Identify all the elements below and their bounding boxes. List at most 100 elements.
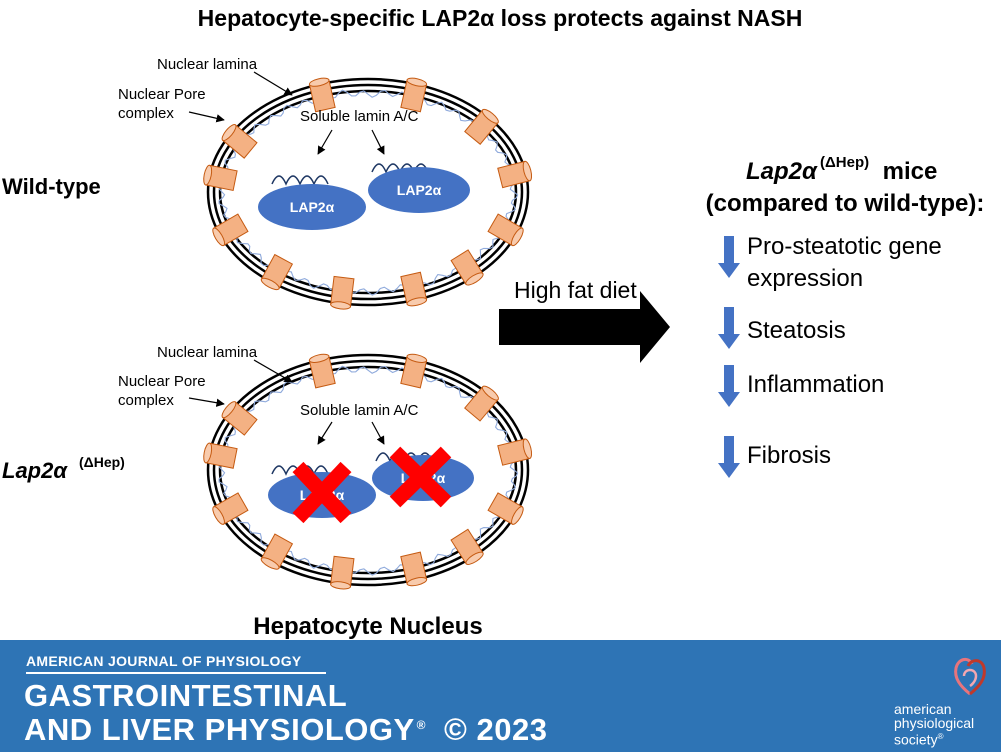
lap2a-protein <box>258 184 366 230</box>
nuclear-pore <box>400 77 428 113</box>
soluble-lamin-label: Soluble lamin A/C <box>300 402 419 419</box>
soluble-lamin-arrow-right <box>371 129 385 155</box>
outcome-item: Pro-steatotic gene expression <box>718 233 942 292</box>
society-branding: american physiological society® <box>894 654 994 747</box>
outcome-heading-line2: (compared to wild-type): <box>706 190 985 217</box>
deletion-cross-icon <box>292 461 352 524</box>
down-arrow-icon <box>718 236 740 278</box>
nuclear-pore <box>497 160 533 189</box>
nuclear-pore <box>464 108 499 145</box>
down-arrow-icon <box>718 436 740 478</box>
outcome-item-line2: expression <box>747 265 863 292</box>
outcome-heading-line1: Lap2α <box>746 158 818 185</box>
registered-mark: ® <box>416 717 427 732</box>
high-fat-diet-label: High fat diet <box>514 277 637 303</box>
society-registered-mark: ® <box>937 732 944 741</box>
nuclear-lamina-pointer <box>253 359 293 383</box>
nuclear-pore <box>260 533 294 570</box>
lap2a-label: LAP2α <box>397 182 442 198</box>
nuclear-pore <box>221 124 258 159</box>
nuclear-pore <box>464 385 499 422</box>
outcome-list: Pro-steatotic gene expression Steatosis … <box>718 233 942 478</box>
journal-footer: AMERICAN JOURNAL OF PHYSIOLOGY GASTROINT… <box>0 640 1001 752</box>
society-name: american physiological society® <box>894 702 974 747</box>
nuclear-pore <box>450 249 484 286</box>
nuclear-pore-pointer <box>188 111 225 123</box>
outcome-item-line1: Inflammation <box>747 371 884 398</box>
nuclear-lamina-fibers <box>218 89 519 296</box>
high-fat-diet-arrow <box>499 291 670 363</box>
lap2a-label: LAP2α <box>290 199 335 215</box>
outcome-item-line1: Pro-steatotic gene <box>747 233 942 260</box>
diagram: Hepatocyte-specific LAP2α loss protects … <box>2 5 985 640</box>
journal-title-line2-text: AND LIVER PHYSIOLOGY <box>24 712 415 747</box>
lap2a-protein <box>368 167 470 213</box>
nuclear-pore <box>308 353 336 389</box>
nuclear-pore <box>330 555 355 590</box>
nuclear-pore <box>330 275 355 310</box>
nuclear-pore-label-line1: Nuclear Pore <box>118 86 206 103</box>
figure-title: Hepatocyte-specific LAP2α loss protects … <box>198 5 803 31</box>
nuclear-lamina-label: Nuclear lamina <box>157 56 258 73</box>
nuclear-pore <box>497 438 533 466</box>
journal-divider <box>26 672 326 674</box>
nuclear-pore-complexes <box>203 77 533 310</box>
knockout-nucleus: Nuclear lamina Nuclear Pore complex Solu… <box>118 344 533 590</box>
nuclear-lamina-fibers <box>218 365 519 576</box>
knockout-label-main: Lap2α <box>2 458 68 483</box>
outcome-item: Fibrosis <box>718 436 831 478</box>
society-name-line2: physiological <box>894 715 975 731</box>
nuclear-pore <box>400 353 428 389</box>
copyright-year: © 2023 <box>444 712 548 747</box>
soluble-lamin-arrow-left <box>317 421 333 445</box>
outcome-heading-tail: mice <box>876 158 937 185</box>
wild-type-label: Wild-type <box>2 174 101 199</box>
outcome-heading-main: Lap2α <box>746 158 818 185</box>
nuclear-pore <box>221 401 258 436</box>
nuclear-pore <box>212 213 249 247</box>
down-arrow-icon <box>718 307 740 349</box>
nuclear-envelope <box>206 353 530 587</box>
outcome-item-line1: Steatosis <box>747 317 846 344</box>
nucleus-caption: Hepatocyte Nucleus <box>253 613 482 640</box>
nuclear-pore <box>203 442 238 469</box>
nuclear-lamina-pointer <box>253 71 293 96</box>
society-name-line1: american <box>894 701 952 717</box>
knockout-label: Lap2α <box>2 458 68 483</box>
down-arrow-icon <box>718 365 740 407</box>
nuclear-pore-complexes <box>203 353 533 590</box>
journal-title-line1-text: GASTROINTESTINAL <box>24 678 348 713</box>
outcome-item: Steatosis <box>718 307 846 349</box>
nuclear-pore-label-line2: complex <box>118 105 174 122</box>
nuclear-envelope <box>206 77 530 307</box>
knockout-label-superscript: (ΔHep) <box>79 454 125 470</box>
wild-type-nucleus: Nuclear lamina Nuclear Pore complex Solu… <box>118 56 533 310</box>
nuclear-pore-label-line1: Nuclear Pore <box>118 373 206 390</box>
nuclear-pore <box>400 551 428 587</box>
nuclear-pore <box>487 213 524 247</box>
nuclear-lamina-label: Nuclear lamina <box>157 344 258 361</box>
society-logo-icon <box>954 657 986 696</box>
nuclear-pore <box>400 271 428 307</box>
outcome-heading-superscript: (ΔHep) <box>820 154 869 171</box>
soluble-lamin-label: Soluble lamin A/C <box>300 108 419 125</box>
nuclear-pore <box>308 77 336 113</box>
nuclear-pore <box>487 492 524 525</box>
lamina-fiber <box>218 365 519 576</box>
society-name-line3-text: society <box>894 731 938 748</box>
outcome-item-line1: Fibrosis <box>747 442 831 469</box>
society-name-line3: society® <box>894 730 974 747</box>
deletion-cross-icon <box>389 446 452 508</box>
nuclear-pore <box>212 492 249 525</box>
nuclear-pore-pointer <box>188 397 225 407</box>
lamina-fiber <box>218 89 519 296</box>
nuclear-pore <box>203 164 238 192</box>
journal-title-line1: GASTROINTESTINAL <box>24 678 347 714</box>
journal-title-line2: AND LIVER PHYSIOLOGY® © 2023 <box>24 712 547 748</box>
nuclear-pore <box>450 528 484 565</box>
outcome-item: Inflammation <box>718 365 884 407</box>
soluble-lamin-arrow-right <box>371 421 385 445</box>
lamin-fiber <box>271 175 329 186</box>
nuclear-pore <box>260 253 294 291</box>
nuclear-pore-label-line2: complex <box>118 392 174 409</box>
